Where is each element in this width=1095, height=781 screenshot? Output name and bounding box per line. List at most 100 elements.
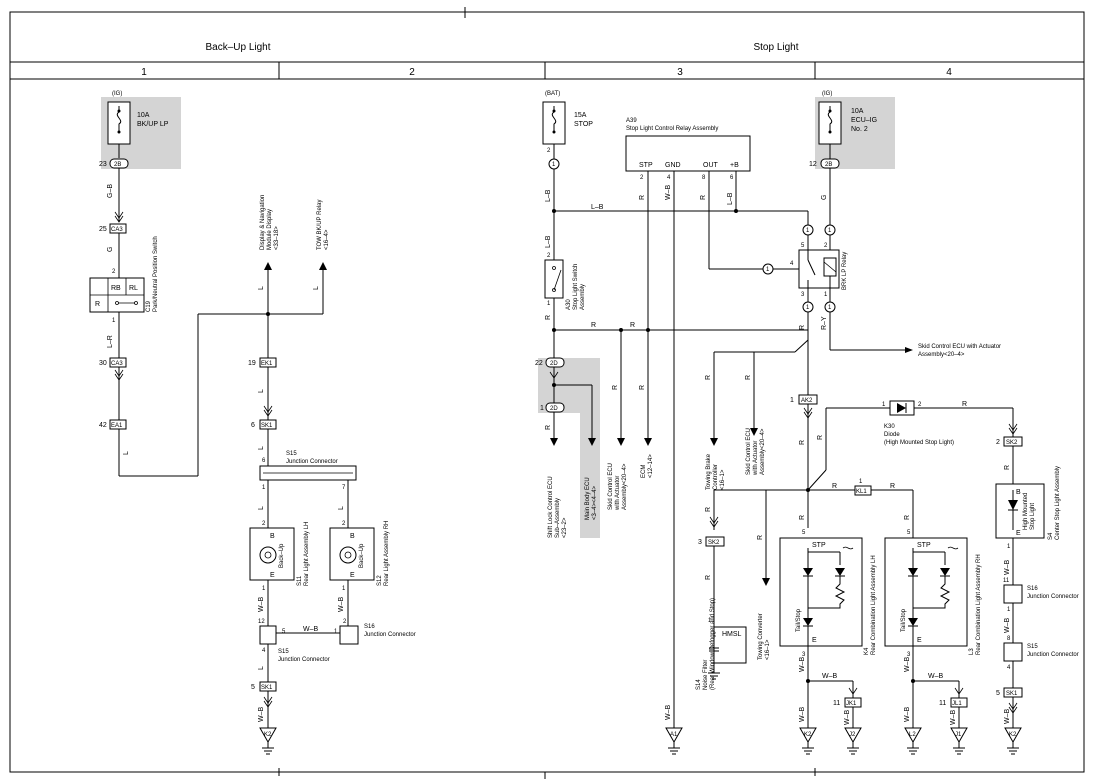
svg-text:1: 1 [342, 586, 346, 592]
svg-text:SK2: SK2 [708, 540, 720, 546]
dest-display-navigation: Display & Navigation [260, 195, 266, 250]
svg-text:L–B: L–B [591, 204, 604, 211]
svg-text:23: 23 [99, 161, 107, 168]
svg-text:K30: K30 [884, 424, 895, 430]
junction-connector-s15-bottom [259, 625, 277, 645]
dest-shift-lock-ecu: Shift Lock Control ECU [548, 476, 554, 538]
svg-text:W–B: W–B [1004, 560, 1011, 576]
svg-text:R: R [904, 515, 911, 520]
svg-text:R: R [799, 440, 806, 445]
svg-text:12: 12 [809, 161, 817, 168]
ground-l2 [904, 727, 922, 755]
dest-towing-converter: Towing Converter [758, 613, 764, 660]
svg-text:<33–18>: <33–18> [274, 226, 280, 250]
svg-text:S16: S16 [1027, 586, 1038, 592]
svg-text:5: 5 [282, 629, 286, 635]
svg-text:R: R [705, 575, 712, 580]
svg-text:S11: S11 [297, 575, 303, 586]
column-number-3: 3 [677, 67, 683, 78]
svg-text:1: 1 [262, 485, 266, 491]
svg-text:Junction Connector: Junction Connector [278, 657, 330, 663]
svg-text:6: 6 [251, 422, 255, 429]
svg-text:2: 2 [918, 402, 922, 408]
svg-text:3: 3 [801, 292, 805, 298]
fuse-ecu-ig-rating: 10A [851, 108, 864, 115]
svg-text:R: R [639, 385, 646, 390]
svg-text:with Actuator: with Actuator [753, 441, 759, 476]
svg-text:R: R [545, 425, 552, 430]
svg-text:W–B: W–B [928, 673, 944, 680]
svg-text:Noise Filter: Noise Filter [703, 660, 709, 690]
svg-text:Center Stop Light Assembly: Center Stop Light Assembly [1055, 466, 1061, 540]
brk-lp-relay [798, 235, 840, 289]
svg-text:S15: S15 [1027, 644, 1038, 650]
svg-text:1: 1 [828, 305, 832, 311]
svg-text:R: R [745, 375, 752, 380]
svg-text:R: R [799, 515, 806, 520]
svg-text:B: B [1016, 489, 1021, 496]
svg-text:3: 3 [907, 652, 911, 658]
connector-2d-top [545, 357, 565, 368]
svg-text:L: L [258, 666, 265, 670]
svg-text:L: L [313, 286, 320, 290]
svg-text:Diode: Diode [884, 432, 900, 438]
svg-text:L: L [258, 389, 265, 393]
svg-text:Back–Up: Back–Up [279, 543, 285, 568]
svg-text:1: 1 [262, 586, 266, 592]
svg-text:L: L [123, 451, 130, 455]
section-title-backup: Back–Up Light [205, 42, 270, 53]
svg-text:High Mounted: High Mounted [1023, 493, 1029, 530]
svg-text:<3–4><4–4>: <3–4><4–4> [592, 485, 598, 520]
svg-text:SK1: SK1 [1006, 691, 1018, 697]
svg-text:W–B: W–B [258, 707, 265, 723]
svg-text:E: E [917, 637, 922, 644]
svg-text:8: 8 [1007, 636, 1011, 642]
svg-text:R: R [630, 322, 635, 329]
svg-text:with Actuator: with Actuator [615, 476, 621, 511]
svg-text:2B: 2B [114, 162, 121, 168]
svg-text:K4: K4 [864, 647, 870, 655]
svg-text:B: B [270, 533, 275, 540]
svg-text:GND: GND [665, 162, 681, 169]
svg-text:B: B [350, 533, 355, 540]
svg-text:Tail/Stop: Tail/Stop [901, 608, 907, 632]
svg-text:S14: S14 [696, 679, 702, 690]
svg-text:No. 2: No. 2 [851, 126, 868, 133]
junction-connector-s15-right [1003, 642, 1023, 662]
svg-text:Junction Connector: Junction Connector [286, 459, 338, 465]
svg-text:L: L [258, 286, 265, 290]
svg-text:JL1: JL1 [952, 701, 962, 707]
svg-text:L3: L3 [969, 648, 975, 655]
fuse-stop-rating: 15A [574, 112, 587, 119]
stop-light-control-relay-assembly [625, 135, 751, 172]
svg-text:Assembly<20–4>: Assembly<20–4> [918, 352, 965, 358]
fuse-bkup-lp [101, 97, 181, 169]
svg-text:S15: S15 [278, 649, 289, 655]
svg-text:W–B: W–B [904, 707, 911, 723]
column-number-4: 4 [946, 67, 952, 78]
svg-text:JK1: JK1 [846, 701, 857, 707]
svg-text:STP: STP [812, 542, 826, 549]
ground-k2-lh [799, 727, 817, 755]
diode-k30 [889, 400, 915, 416]
svg-text:W–B: W–B [950, 710, 957, 726]
svg-text:Assembly<20–4>: Assembly<20–4> [622, 463, 628, 510]
svg-text:R: R [705, 375, 712, 380]
svg-text:Tail/Stop: Tail/Stop [796, 608, 802, 632]
svg-text:EA1: EA1 [111, 423, 123, 429]
ground-k2-right [1004, 727, 1022, 755]
svg-text:5: 5 [801, 243, 805, 249]
svg-text:1: 1 [540, 405, 544, 412]
svg-text:8: 8 [702, 175, 706, 181]
svg-text:<16–1>: <16–1> [765, 639, 771, 660]
junction-connector-s16-right [1003, 584, 1023, 604]
svg-text:Junction Connector: Junction Connector [1027, 594, 1079, 600]
dest-ecm: ECM [641, 465, 647, 478]
svg-text:11: 11 [1003, 578, 1010, 584]
svg-text:Rear Combination Light Assembl: Rear Combination Light Assembly LH [871, 555, 877, 655]
svg-text:Rear Light Assembly LH: Rear Light Assembly LH [304, 522, 310, 586]
connector-ca3-1 [109, 223, 127, 234]
svg-text:L–B: L–B [545, 235, 552, 248]
svg-text:2: 2 [996, 439, 1000, 446]
svg-text:Module Display: Module Display [267, 209, 273, 250]
